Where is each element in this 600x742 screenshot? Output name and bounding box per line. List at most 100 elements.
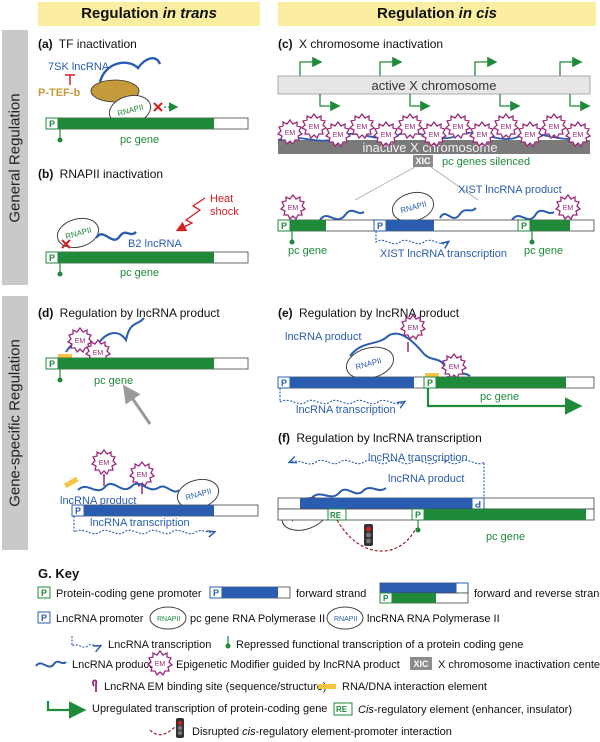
panel-a-title-text: TF inactivation [59, 37, 137, 51]
panel-b-repress-dot [57, 271, 63, 277]
panel-d: (d) Regulation by lncRNA product EM EM P… [38, 306, 259, 534]
panel-c-title: (c) X chromosome inactivation [278, 37, 443, 51]
panel-b-red-x [61, 239, 71, 249]
key-xic-text: X chromosome inactivation center [438, 659, 600, 671]
panel-f-disrupted-loop [336, 519, 417, 552]
header-cis-prefix: Regulation [376, 5, 459, 22]
panel-c-em-4: EM [357, 124, 368, 131]
panel-b-b2-rna [95, 231, 137, 241]
panel-c-gene-left-p: P [281, 221, 287, 231]
panel-c-active-x [277, 75, 591, 95]
panel-c-em-9: EM [477, 132, 488, 139]
key-fr-strand-top-p-box [455, 582, 469, 594]
panel-f-transcription-arrow [290, 460, 485, 500]
panel-d-transcription-arrow [73, 516, 214, 534]
panel-e-transcription-arrow [279, 388, 404, 404]
panel-b-lightning [175, 197, 206, 232]
key-traffic-green [177, 730, 183, 736]
key-disrupted-text: Disrupted cis-regulatory element-promote… [192, 726, 452, 738]
panel-e-pc-body [436, 377, 566, 388]
panel-d-title-text: Regulation by lncRNA product [60, 306, 221, 320]
panel-c-gene-left-promoter [277, 219, 291, 232]
key-forward-strand-body [222, 587, 278, 598]
key-xic-icon [410, 657, 432, 670]
panel-e-upregulated-arrow [426, 388, 583, 415]
key-forward-strand-p: P [213, 588, 219, 598]
panel-b-rnapii [56, 217, 100, 249]
panel-e-lnc-p: P [281, 378, 287, 388]
panel-e-gene-label: pc gene [480, 391, 519, 403]
panel-d-em-top-1-label: EM [75, 338, 86, 345]
key-repressed-text: Repressed functional transcription of a … [236, 639, 523, 651]
key-lnc-product-text: LncRNA product [72, 659, 152, 671]
panel-d-binding-sites [103, 474, 143, 494]
panel-f-title-text: Regulation by lncRNA transcription [296, 431, 481, 445]
panel-f-re-label: RE [330, 511, 342, 520]
panel-b-title: (b) RNAPII inactivation [38, 167, 163, 181]
panel-e-product-label: lncRNA product [285, 331, 361, 343]
panel-d-em-low-1-label: EM [99, 460, 110, 467]
panel-c-em-8: EM [453, 124, 464, 131]
panel-c-xist-promoter [373, 219, 387, 232]
panel-c-title-text: X chromosome inactivation [299, 37, 443, 51]
key-re-label: RE [336, 705, 348, 714]
panel-c-gene-left-body [290, 220, 326, 231]
panel-b-title-text: RNAPII inactivation [60, 167, 163, 181]
panel-c-xic-label: XIC [415, 156, 431, 166]
key-cis-elem-emph: Cis [358, 704, 374, 716]
panel-c-xist-p: P [377, 221, 383, 231]
panel-b: (b) RNAPII inactivation Heat shock RNAPI… [38, 167, 249, 279]
panel-d-em-low-2-label: EM [137, 472, 148, 479]
panel-a-red-x [153, 102, 163, 112]
panel-c-em-6: EM [405, 124, 416, 131]
panel-c-zoom-left [354, 166, 416, 201]
header-trans-prefix: Regulation [81, 5, 163, 22]
panel-a: (a) TF inactivation 7SK lncRNA P-TEF-b R… [38, 37, 249, 146]
panel-f-light-yellow [366, 532, 371, 538]
key-em-binding-icon [92, 679, 98, 692]
panel-f-gene-label: pc gene [486, 531, 525, 543]
key-forward-strand-p-box [209, 586, 223, 599]
panel-e-pc-p: P [427, 378, 433, 388]
key-repressed-icon [225, 643, 231, 649]
panel-e-lnc-promoter [277, 376, 291, 389]
panel-a-ptefb-label: P-TEF-b [38, 87, 80, 99]
panel-f-lnc-p: P [475, 499, 481, 509]
key-lnc-promoter-text: LncRNA promoter [56, 613, 144, 625]
panel-f-lnc-body [300, 498, 472, 509]
panel-c-right-repress-dot [529, 239, 535, 245]
panel-d-repress-dot [57, 377, 63, 383]
panel-e-title: (e) Regulation by lncRNA product [278, 306, 460, 320]
key-disrupted-prefix: Disrupted [192, 726, 242, 738]
key-em-binding-text: LncRNA EM binding site (sequence/structu… [104, 681, 327, 693]
key-upregulated-text: Upregulated transcription of protein-cod… [92, 703, 327, 715]
panel-c-em-labels: EM EM EM EM EM EM EM EM EM EM EM EM EM [285, 124, 584, 139]
key-fr-strand-bottom-p-box [379, 592, 393, 604]
key-cis-elem-text: Cis-regulatory element (enhancer, insula… [358, 704, 572, 716]
key-traffic-red [177, 720, 183, 726]
key-fr-strand-bottom-body [392, 593, 436, 603]
panel-c-em-3: EM [333, 132, 344, 139]
panel-a-title: (a) TF inactivation [38, 37, 137, 51]
panel-c-active-label: active X chromosome [372, 78, 497, 93]
panel-f-product-label: lncRNA product [388, 473, 464, 485]
key-lnc-promoter-p: P [41, 613, 47, 623]
key-pc-promoter-icon [37, 586, 51, 599]
panel-e: (e) Regulation by lncRNA product lncRNA … [277, 306, 595, 416]
panel-c-em-5: EM [381, 132, 392, 139]
panel-d-top-rnadna [58, 354, 72, 358]
key-re-icon [333, 702, 353, 716]
panel-a-promoter [45, 117, 59, 130]
panel-c-gene-left-label: pc gene [288, 245, 327, 257]
panel-c-inactive-x [278, 140, 590, 154]
key-pc-promoter-text: Protein-coding gene promoter [56, 588, 202, 600]
panel-f-title: (f) Regulation by lncRNA transcription [278, 431, 482, 445]
key-pc-promoter-p: P [41, 588, 47, 598]
panel-e-transcription-label: lncRNA transcription [296, 404, 396, 416]
panel-c-em-2: EM [309, 124, 320, 131]
panel-c-em-7: EM [429, 132, 440, 139]
key-lnc-product-icon [35, 660, 67, 668]
panel-b-heat-label: Heat [210, 193, 233, 205]
panel-d-low-rnadna [63, 476, 79, 489]
